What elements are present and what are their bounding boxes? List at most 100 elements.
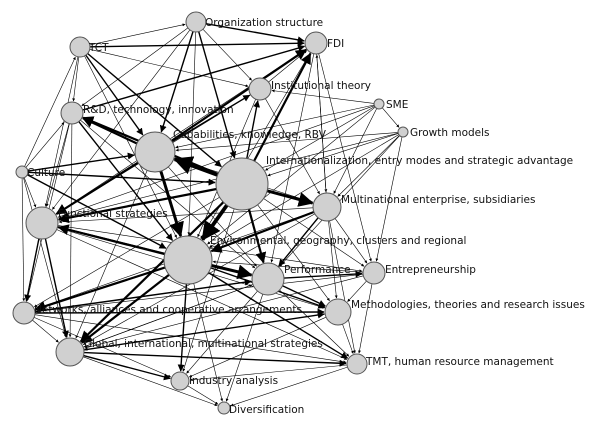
node-intl: [215, 157, 269, 211]
edge-net-glob: [32, 319, 59, 343]
node-tct: [69, 36, 91, 58]
edge-intl-inst: [246, 100, 261, 159]
edge-tct-func: [44, 56, 79, 207]
edge-ind-div: [187, 385, 219, 405]
edge-func-tmt: [56, 229, 348, 360]
edge-env-ind: [177, 283, 188, 372]
edge-fdi-perf: [270, 53, 315, 263]
edge-fdi-func: [55, 48, 307, 214]
edge-net-ind: [33, 317, 172, 378]
node-fdi: [304, 31, 328, 55]
node-rd: [60, 101, 84, 125]
edge-inst-mne: [265, 98, 320, 195]
edge-growth-mne: [337, 135, 400, 197]
edge-perf-meth: [282, 285, 326, 307]
edge-mne-perf: [278, 217, 319, 267]
edge-culture-env: [26, 174, 167, 249]
node-inst: [248, 77, 272, 101]
edge-mne-func: [58, 207, 314, 224]
edge-glob-div: [83, 356, 218, 407]
node-sme: [373, 98, 385, 110]
edge-sme-env: [207, 106, 376, 245]
edge-meth-glob: [84, 313, 326, 351]
edge-org-rd: [81, 27, 189, 107]
edge-growth-entre: [375, 136, 403, 262]
node-label-tct: TCT: [88, 42, 109, 54]
edge-entre-meth: [347, 280, 367, 302]
edge-sme-growth: [382, 107, 400, 128]
edge-entre-net: [35, 273, 364, 313]
edge-org-fdi: [205, 23, 305, 44]
node-label-meth: Methodologies, theories and research iss…: [351, 299, 585, 311]
edge-cap-env: [159, 170, 184, 238]
edge-growth-cap: [175, 132, 399, 152]
edge-org-inst: [202, 28, 252, 81]
node-ind: [170, 371, 190, 391]
node-label-inst: Institutional theory: [271, 80, 371, 92]
edge-env-glob: [81, 273, 170, 344]
edge-growth-env: [209, 134, 399, 248]
edge-org-func: [52, 29, 191, 210]
edge-rd-glob: [68, 123, 73, 338]
node-label-intl: Internationalization, entry modes and st…: [266, 155, 573, 167]
edge-env-div: [193, 283, 224, 402]
edge-perf-entre: [283, 270, 363, 279]
edge-culture-cap: [27, 152, 135, 172]
node-cap: [134, 131, 176, 173]
edge-rd-env: [78, 121, 174, 241]
edge-tmt-div: [230, 366, 348, 407]
node-env: [163, 235, 213, 285]
node-label-tmt: TMT, human resource management: [365, 356, 554, 368]
edge-org-cap: [159, 31, 194, 133]
edge-rd-fdi: [82, 44, 306, 111]
node-meth: [324, 298, 352, 326]
edge-tct-rd: [72, 56, 80, 102]
edge-intl-meth: [257, 204, 330, 301]
edge-cap-inst: [171, 94, 251, 143]
edge-mne-env: [210, 210, 315, 253]
edge-net-tmt: [34, 314, 347, 364]
edge-tmt-ind: [189, 364, 348, 382]
edge-sme-cap: [175, 104, 375, 149]
edge-tct-fdi: [89, 39, 305, 48]
node-label-cap: Capabilities, knowledge, RBV: [173, 129, 327, 141]
node-label-culture: Culture: [27, 167, 65, 179]
edge-glob-ind: [83, 354, 171, 381]
edge-func-net: [24, 238, 40, 302]
node-label-func: Functional strategies: [58, 208, 168, 220]
edge-cap-glob: [75, 170, 148, 339]
edge-cap-func: [55, 161, 139, 215]
edge-culture-rd: [25, 122, 65, 168]
edge-tct-inst: [89, 49, 249, 88]
edge-entre-glob: [84, 275, 364, 349]
node-growth: [397, 126, 409, 138]
node-label-entre: Entrepreneurship: [385, 264, 476, 276]
node-entre: [362, 261, 386, 285]
node-label-div: Diversification: [229, 404, 304, 416]
edge-culture-intl: [27, 171, 216, 186]
node-label-env: Environmental, geography, clusters and r…: [210, 235, 466, 247]
edge-intl-mne: [266, 189, 314, 207]
edge-glob-perf: [82, 284, 253, 348]
edge-func-perf: [57, 226, 253, 277]
edge-culture-net: [21, 177, 26, 302]
node-label-mne: Multinational enterprise, subsidiaries: [341, 194, 535, 206]
edge-intl-net: [34, 196, 220, 308]
edge-meth-tmt: [342, 324, 354, 354]
edge-org-env: [187, 31, 196, 236]
edge-cap-fdi: [170, 48, 307, 142]
edge-fdi-entre: [318, 53, 372, 262]
edge-intl-perf: [247, 208, 267, 264]
node-net: [12, 301, 36, 325]
node-label-net: Networks, alliances and cooperative arra…: [34, 304, 302, 316]
edge-rd-func: [45, 123, 70, 207]
edge-mne-tmt: [329, 220, 356, 354]
node-div: [217, 401, 231, 415]
edge-sme-inst: [271, 89, 375, 104]
edge-tct-org: [89, 23, 186, 46]
node-org: [185, 11, 207, 33]
node-label-glob: Global, international, multinational str…: [84, 338, 323, 350]
edge-perf-tmt: [279, 289, 350, 357]
edge-net-meth: [34, 308, 325, 316]
edge-tct-env: [84, 55, 177, 238]
